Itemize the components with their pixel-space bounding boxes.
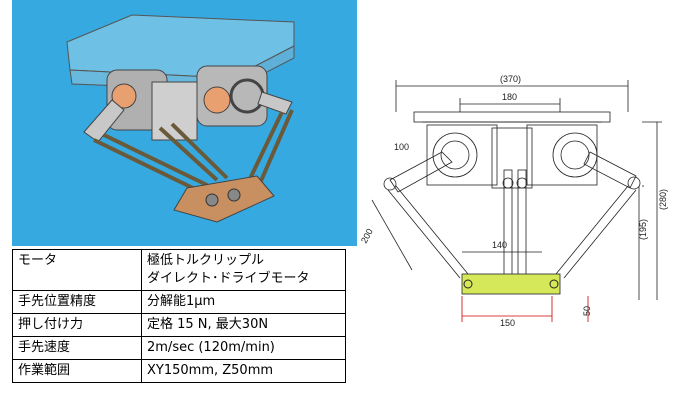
end-effector-platform (461, 273, 561, 295)
technical-drawing: (370) 180 100 200 140 150 50 (195) (280) (359, 74, 668, 328)
spec-label: モータ (12, 249, 142, 291)
table-row: モータ 極低トルクリップル ダイレクト･ドライブモータ (12, 249, 346, 291)
dim-lower-arm: 200 (359, 227, 375, 245)
spec-value: 定格 15 N, 最大30N (141, 313, 346, 337)
dim-top-plate: 180 (502, 92, 517, 102)
spec-label: 作業範囲 (12, 359, 142, 383)
spec-label: 手先速度 (12, 336, 142, 360)
spec-table: モータ 極低トルクリップル ダイレクト･ドライブモータ 手先位置精度 分解能1μ… (12, 249, 346, 383)
spec-value: XY150mm, Z50mm (141, 359, 346, 383)
dim-overall-width: (370) (500, 74, 521, 84)
dim-platform-inner: 140 (492, 240, 507, 250)
spec-label: 押し付け力 (12, 313, 142, 337)
dim-workspace-z: 50 (582, 306, 592, 316)
spec-value: 2m/sec (120m/min) (141, 336, 346, 360)
table-row: 手先速度 2m/sec (120m/min) (12, 336, 346, 360)
spec-value-line: 極低トルクリップル (147, 253, 265, 268)
robot-3d-image (66, 14, 295, 223)
table-row: 手先位置精度 分解能1μm (12, 290, 346, 314)
table-row: 作業範囲 XY150mm, Z50mm (12, 359, 346, 383)
robot-render (12, 0, 357, 246)
spec-value-line: ダイレクト･ドライブモータ (147, 271, 310, 286)
spec-value: 極低トルクリップル ダイレクト･ドライブモータ (141, 249, 346, 291)
spec-value: 分解能1μm (141, 290, 346, 314)
dim-workspace-xy: 150 (500, 318, 515, 328)
table-row: 押し付け力 定格 15 N, 最大30N (12, 313, 346, 337)
spec-label: 手先位置精度 (12, 290, 142, 314)
dim-height-280: (280) (658, 189, 668, 210)
dim-height-195: (195) (638, 219, 648, 240)
dim-upper-arm: 100 (394, 142, 409, 152)
workspace-dimension (461, 296, 589, 322)
